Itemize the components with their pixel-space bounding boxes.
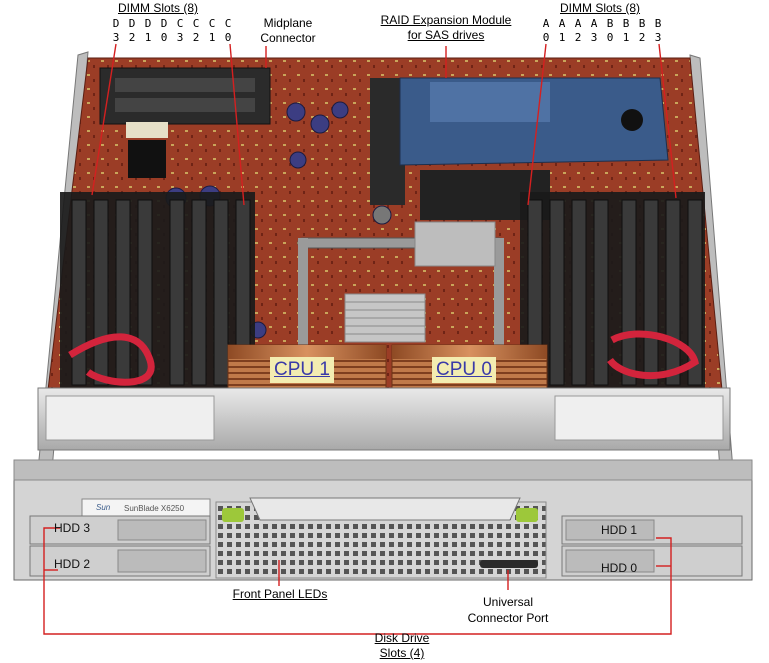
universal-port-label-line2: Connector Port: [467, 611, 549, 625]
cpu1-label: CPU 1: [270, 357, 334, 383]
midplane-label-line1: Midplane: [263, 16, 313, 30]
disk-drive-label-line2: Slots (4): [379, 646, 425, 660]
raid-label-line1: RAID Expansion Module: [380, 13, 512, 27]
cpu0-label: CPU 0: [432, 357, 496, 383]
universal-connector-port: [480, 560, 538, 568]
midplane-label-line2: Connector: [260, 31, 316, 45]
midplane-connector: [99, 67, 271, 125]
disk-drive-label-line1: Disk Drive: [374, 631, 430, 645]
chip: [128, 140, 166, 178]
hdd0-label: HDD 0: [601, 561, 638, 575]
brand-logo: Sun: [96, 503, 111, 512]
dimm-left-title: DIMM Slots (8): [118, 1, 199, 15]
raid-module-bracket: [370, 78, 405, 205]
raid-label-line2: for SAS drives: [407, 28, 485, 42]
sata-cable-right: [607, 330, 699, 380]
universal-port-label-line1: Universal: [482, 595, 533, 609]
hdd2-label: HDD 2: [54, 557, 91, 571]
hdd3-label: HDD 3: [54, 521, 91, 535]
sata-cable-left: [68, 333, 155, 386]
callout-lines: [43, 43, 677, 635]
hdd1-label: HDD 1: [601, 523, 638, 537]
ejector-left: [249, 497, 521, 521]
dimm-right-title: DIMM Slots (8): [560, 1, 641, 15]
model-plate: SunBlade X6250: [124, 504, 185, 513]
dimm-bank-left: [60, 192, 255, 392]
front-panel-leds-label: Front Panel LEDs: [232, 587, 328, 601]
